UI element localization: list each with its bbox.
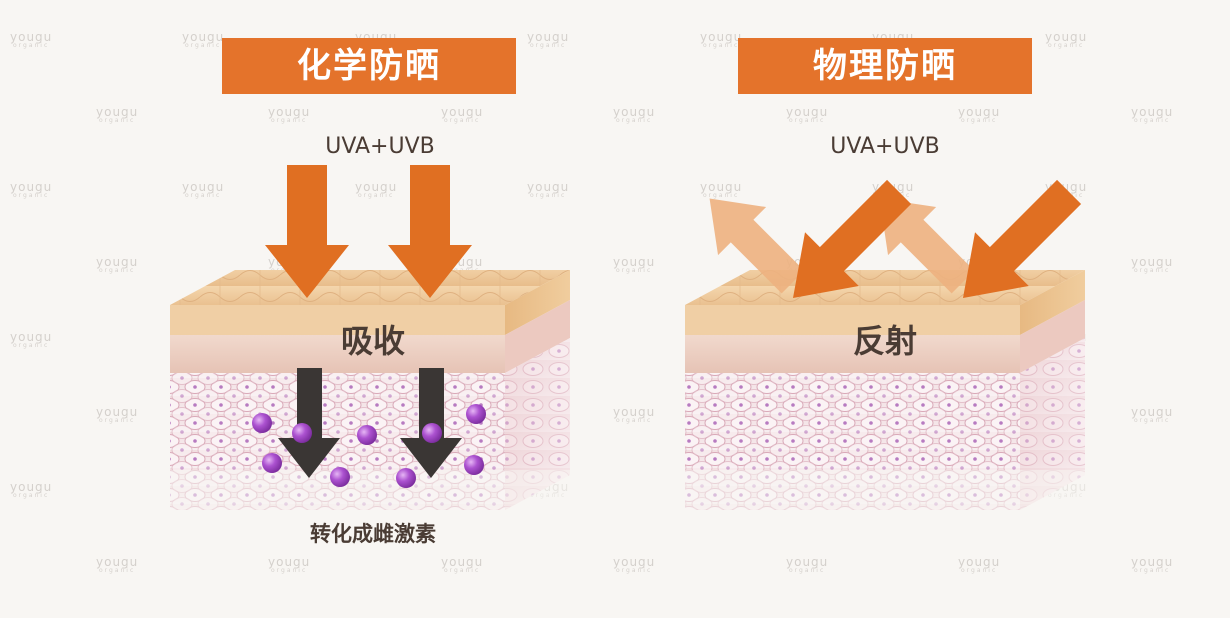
- uv-arrow-incoming-1: [793, 179, 912, 298]
- molecule-dot: [357, 425, 377, 445]
- reflected-arrow-2: [879, 198, 975, 294]
- right-uv-arrows: [793, 179, 1082, 298]
- dark-arrow-down-2: [400, 368, 462, 478]
- left-skin-top-surface: [170, 270, 570, 305]
- left-skin-block: [160, 270, 580, 515]
- right-skin-top-surface: [685, 270, 1085, 305]
- right-uv-label: UVA+UVB: [830, 134, 940, 159]
- left-uv-arrows: [265, 165, 472, 298]
- molecule-dot: [466, 404, 486, 424]
- uv-arrow-down-left-1: [265, 165, 349, 298]
- molecule-dot: [292, 423, 312, 443]
- right-skin-block: [675, 270, 1095, 515]
- uv-arrow-incoming-2: [963, 179, 1082, 298]
- molecule-dot: [396, 468, 416, 488]
- reflect-label: 反射: [852, 322, 917, 360]
- uv-arrow-down-left-2: [388, 165, 472, 298]
- molecule-dot: [262, 453, 282, 473]
- chemical-sunscreen-title: 化学防晒: [222, 38, 516, 94]
- reflected-arrow-1: [709, 198, 805, 294]
- physical-sunscreen-title: 物理防晒: [738, 38, 1032, 94]
- dark-arrow-down-1: [278, 368, 340, 478]
- molecule-dot: [422, 423, 442, 443]
- right-skin-epidermis: [685, 305, 1020, 335]
- estrogen-result-label: 转化成雌激素: [310, 522, 436, 546]
- right-skin-middle-layer: [685, 335, 1020, 373]
- left-uv-label: UVA+UVB: [325, 134, 435, 159]
- absorb-label: 吸收: [340, 322, 405, 360]
- molecule-dot: [330, 467, 350, 487]
- left-skin-middle-layer: [170, 335, 505, 373]
- estrogen-molecules: [252, 404, 486, 488]
- left-skin-epidermis: [170, 305, 505, 335]
- left-dark-arrows: [278, 368, 462, 478]
- molecule-dot: [252, 413, 272, 433]
- right-reflected-arrows: [709, 198, 975, 294]
- molecule-dot: [464, 455, 484, 475]
